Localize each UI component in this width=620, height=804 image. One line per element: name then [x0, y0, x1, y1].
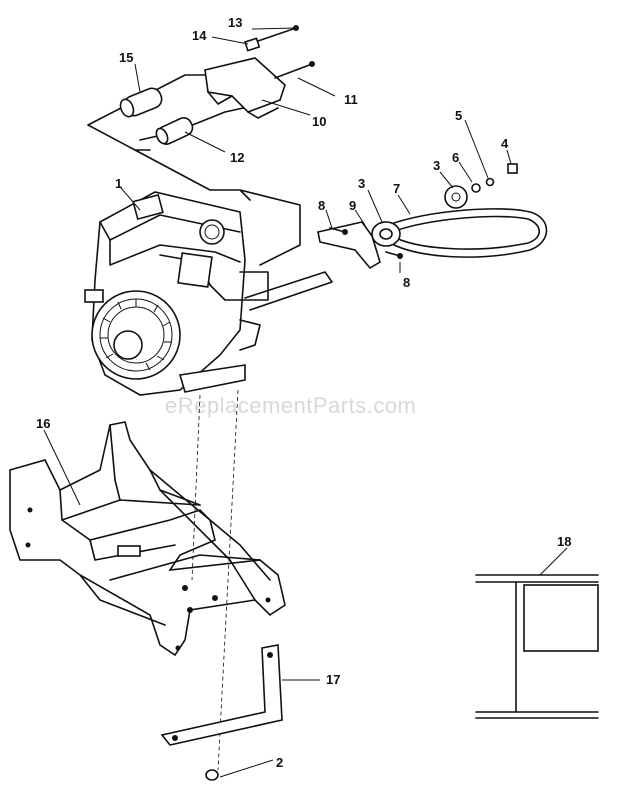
callout-17: 17: [326, 672, 340, 687]
callout-12: 12: [230, 150, 244, 165]
bolt-8-lower: [385, 251, 403, 259]
callout-15: 15: [119, 50, 133, 65]
bushing-15: [119, 87, 163, 118]
bracket-10: [204, 57, 286, 119]
callout-4: 4: [501, 136, 509, 151]
callout-11: 11: [344, 92, 358, 107]
inset-18: [475, 574, 599, 719]
callout-3a: 3: [358, 176, 365, 191]
nut-5: [485, 177, 495, 187]
bushing-12: [155, 117, 194, 145]
leader-lines: [43, 27, 568, 778]
bracket-17: [160, 644, 283, 746]
callout-13: 13: [228, 15, 242, 30]
nut-14: [244, 37, 261, 52]
callout-9: 9: [349, 198, 356, 213]
watermark-text: eReplacementParts.com: [165, 393, 416, 418]
alignment-lines: [191, 389, 239, 771]
callouts: 1 2 3 3 4 5 6 7 8 8 9 10 11 12 13 14 15 …: [36, 15, 571, 770]
engine: [84, 191, 269, 396]
callout-6: 6: [452, 150, 459, 165]
crankshaft: [244, 271, 333, 311]
bolt-8-upper: [329, 227, 348, 235]
callout-14: 14: [192, 28, 207, 43]
washer-6: [471, 183, 481, 193]
bolt-4: [507, 163, 518, 174]
callout-1: 1: [115, 176, 122, 191]
pulley-3b: [444, 185, 468, 209]
belt-7: [387, 208, 548, 258]
callout-10: 10: [312, 114, 326, 129]
frame-16: [9, 421, 286, 657]
callout-2: 2: [276, 755, 283, 770]
bolt-2: [205, 769, 219, 781]
bracket-9: [317, 221, 381, 270]
pulley-3: [371, 221, 401, 247]
callout-18: 18: [557, 534, 571, 549]
callout-7: 7: [393, 181, 400, 196]
callout-8a: 8: [318, 198, 325, 213]
callout-8b: 8: [403, 275, 410, 290]
callout-16: 16: [36, 416, 50, 431]
bolt-11: [274, 61, 315, 79]
callout-3b: 3: [433, 158, 440, 173]
callout-5: 5: [455, 108, 462, 123]
